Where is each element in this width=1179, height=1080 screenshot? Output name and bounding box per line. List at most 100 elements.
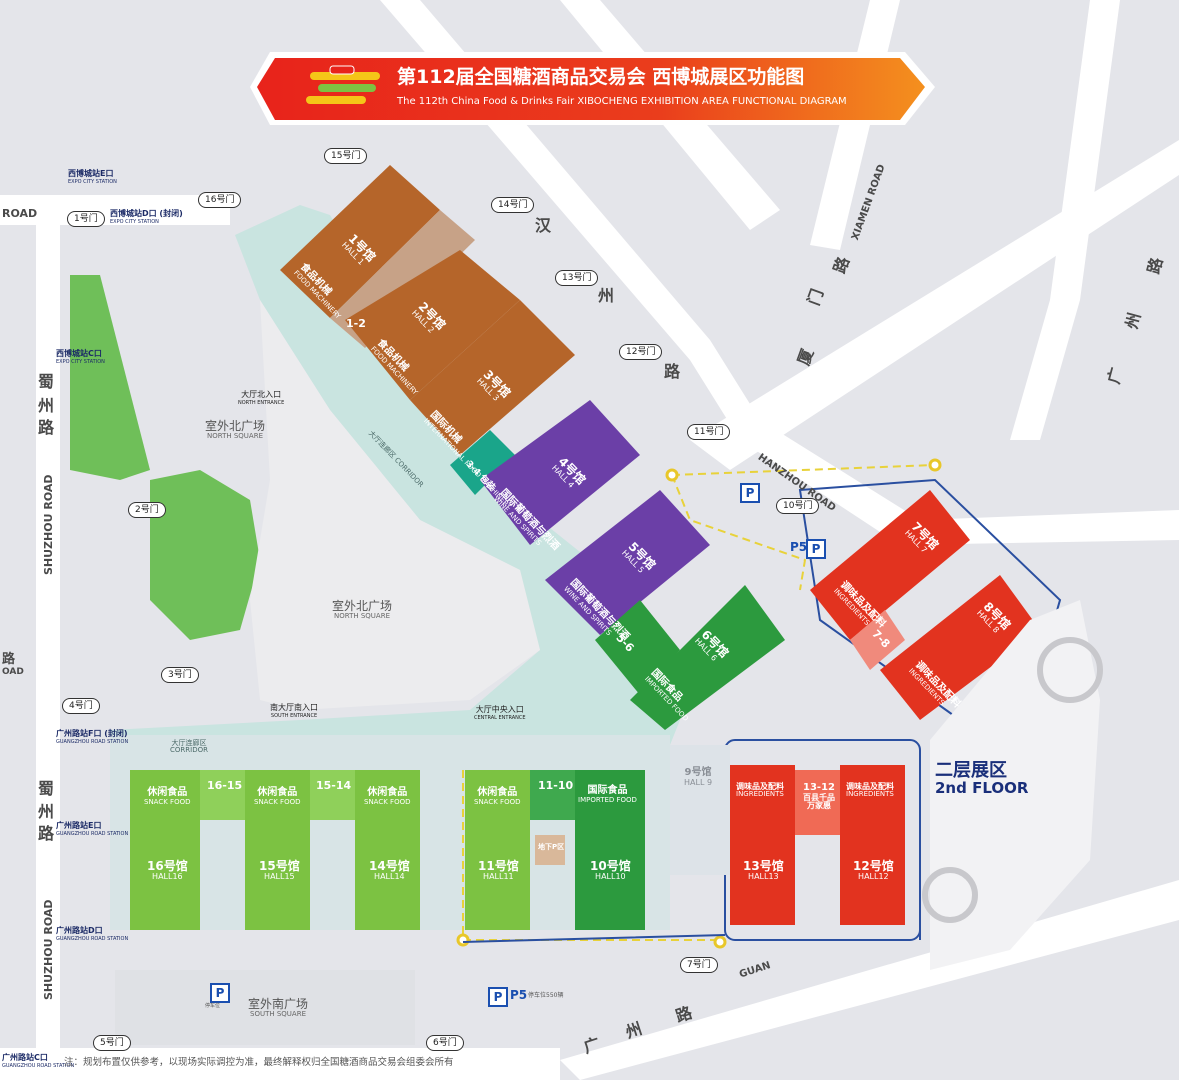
cat-snack-en-11: SNACK FOOD (474, 797, 521, 806)
gate-13[interactable]: 13号门 (555, 270, 599, 286)
cat-snack-15: 休闲食品 SNACK FOOD (254, 787, 301, 806)
connector-15-14: 15-14 (316, 779, 352, 792)
gate-1[interactable]: 1号门 (67, 211, 105, 227)
road-hanzhou-cn-2: 州 (598, 286, 615, 305)
hall-group-brown (280, 165, 575, 455)
cat-snack-cn-15: 休闲食品 (257, 787, 298, 798)
road-left-3: OAD (2, 667, 24, 677)
road-hanzhou-cn-1: 汉 (535, 216, 552, 235)
north-square-1: 室外北广场 NORTH SQUARE (205, 420, 265, 440)
hall-group-red-east (798, 478, 1062, 722)
cat-snack-en-14: SNACK FOOD (364, 797, 411, 806)
south-square-cn: 室外南广场 (248, 997, 309, 1011)
hall-9 (670, 745, 730, 875)
second-floor-label: 二层展区 2nd FLOOR (935, 760, 1029, 797)
road-left-2: 路 (2, 652, 16, 667)
title-banner (250, 52, 935, 125)
road-left-1: ROAD (2, 207, 38, 220)
hall-16-label: 16号馆 HALL16 (147, 860, 188, 881)
south-square-area (115, 970, 415, 1045)
parking-p5-capacity: 停车位550辆 (528, 992, 564, 999)
hall-10-en: HALL10 (595, 871, 626, 881)
station-expo-d-cn: 西博城站D口 (封闭) (110, 209, 183, 218)
title-en: The 112th China Food & Drinks Fair XIBOC… (397, 96, 847, 107)
gate-7[interactable]: 7号门 (680, 957, 718, 973)
footnote: 注：规划布置仅供参考，以现场实际调控为准，最终解释权归全国糖酒商品交易会组委会所… (64, 1057, 454, 1068)
cat-ingredients-en-12: INGREDIENTS (846, 790, 894, 799)
hall-group-red-south (730, 765, 905, 925)
gate-11[interactable]: 11号门 (687, 424, 731, 440)
road-hanzhou-cn-3: 路 (664, 362, 681, 381)
hall-10-label: 10号馆 HALL10 (590, 860, 631, 881)
cat-snack-cn-16: 休闲食品 (147, 787, 188, 798)
station-gz-d-en: GUANGZHOU ROAD STATION (56, 936, 129, 942)
station-expo-d-en: EXPO CITY STATION (110, 219, 159, 225)
hall-group-green-south (130, 770, 645, 930)
north-entrance-en: NORTH ENTRANCE (238, 400, 285, 406)
cat-county-cn: 百县千品万家惠 (803, 792, 835, 810)
gate-14[interactable]: 14号门 (491, 197, 535, 213)
cat-ingredients-cn-13: 调味品及配料 (736, 782, 784, 791)
hall-12-label: 12号馆 HALL12 (853, 860, 894, 881)
hall-group-green-north (595, 585, 785, 730)
parking-icon-1: P (740, 483, 760, 503)
title-cn: 第112届全国糖酒商品交易会 西博城展区功能图 (397, 66, 805, 88)
road-shuzhou-cn-1c: 路 (38, 418, 55, 437)
central-entrance-cn: 大厅中央入口 (475, 705, 524, 714)
connector-11-10: 11-10 (538, 779, 574, 792)
hall-11-cn: 11号馆 (478, 859, 519, 873)
road-shuzhou-en-1: SHUZHOU ROAD (42, 474, 55, 575)
station-gz-e-cn: 广州路站E口 (56, 821, 102, 830)
park (70, 275, 260, 640)
hall-10-cn: 10号馆 (590, 859, 631, 873)
station-expo-e-cn: 西博城站E口 (68, 169, 114, 178)
cat-snack-11: 休闲食品 SNACK FOOD (474, 787, 521, 806)
hall-13-cn: 13号馆 (743, 859, 784, 873)
second-floor-en: 2nd FLOOR (935, 778, 1029, 797)
cat-ingredients-en-13: INGREDIENTS (736, 790, 784, 799)
underground-parking-label: 地下P区 (538, 843, 565, 851)
gate-6[interactable]: 6号门 (426, 1035, 464, 1051)
corridor-south-cn: 大厅连廊区 (171, 739, 207, 747)
gate-2[interactable]: 2号门 (128, 502, 166, 518)
road-shuzhou-cn-1b: 州 (38, 396, 55, 415)
hall-14-cn: 14号馆 (369, 859, 410, 873)
south-square: 室外南广场 SOUTH SQUARE (248, 998, 308, 1018)
parking-icon-3: P (210, 983, 230, 1003)
hall-12-en: HALL12 (858, 871, 889, 881)
cat-snack-16: 休闲食品 SNACK FOOD (144, 787, 191, 806)
connector-13-12: 13-12 百县千品万家惠 (802, 782, 836, 810)
east-plaza (922, 600, 1103, 970)
hall-12-cn: 12号馆 (853, 859, 894, 873)
gate-4[interactable]: 4号门 (62, 698, 100, 714)
hall-16-cn: 16号馆 (147, 859, 188, 873)
gate-5[interactable]: 5号门 (93, 1035, 131, 1051)
south-entrance: 南大厅南入口 SOUTH ENTRANCE (270, 702, 318, 719)
station-gz-c-cn: 广州路站C口 (2, 1053, 48, 1062)
road-shuzhou-cn-2b: 州 (38, 802, 55, 821)
cat-snack-en-16: SNACK FOOD (144, 797, 191, 806)
station-gz-f: 广州路站F口 (封闭)GUANGZHOU ROAD STATION (56, 728, 128, 745)
gate-16[interactable]: 16号门 (198, 192, 242, 208)
hall-15-label: 15号馆 HALL15 (259, 860, 300, 881)
gate-15[interactable]: 15号门 (324, 148, 368, 164)
hall-13-en: HALL13 (748, 871, 779, 881)
parking-p5-1: P5 (790, 540, 808, 554)
cat-snack-en-15: SNACK FOOD (254, 797, 301, 806)
parking-south-capacity: 停车位 (205, 1003, 221, 1009)
north-entrance-cn: 大厅北入口 (241, 390, 282, 399)
hall-9-en: HALL 9 (684, 777, 713, 787)
gate-10[interactable]: 10号门 (776, 498, 820, 514)
station-gz-f-cn: 广州路站F口 (封闭) (56, 729, 128, 738)
station-expo-c-cn: 西博城站C口 (56, 349, 102, 358)
gate-3[interactable]: 3号门 (161, 667, 199, 683)
hall-13-label: 13号馆 HALL13 (743, 860, 784, 881)
hall-3-4-connector (450, 430, 515, 495)
gate-12[interactable]: 12号门 (619, 344, 663, 360)
connector-16-15: 16-15 (207, 779, 243, 792)
cat-imported-10: 国际食品 IMPORTED FOOD (578, 785, 637, 804)
station-expo-d: 西博城站D口 (封闭)EXPO CITY STATION (110, 208, 183, 225)
second-floor-cn: 二层展区 (935, 760, 1007, 781)
cat-imported-en-10: IMPORTED FOOD (578, 795, 637, 804)
